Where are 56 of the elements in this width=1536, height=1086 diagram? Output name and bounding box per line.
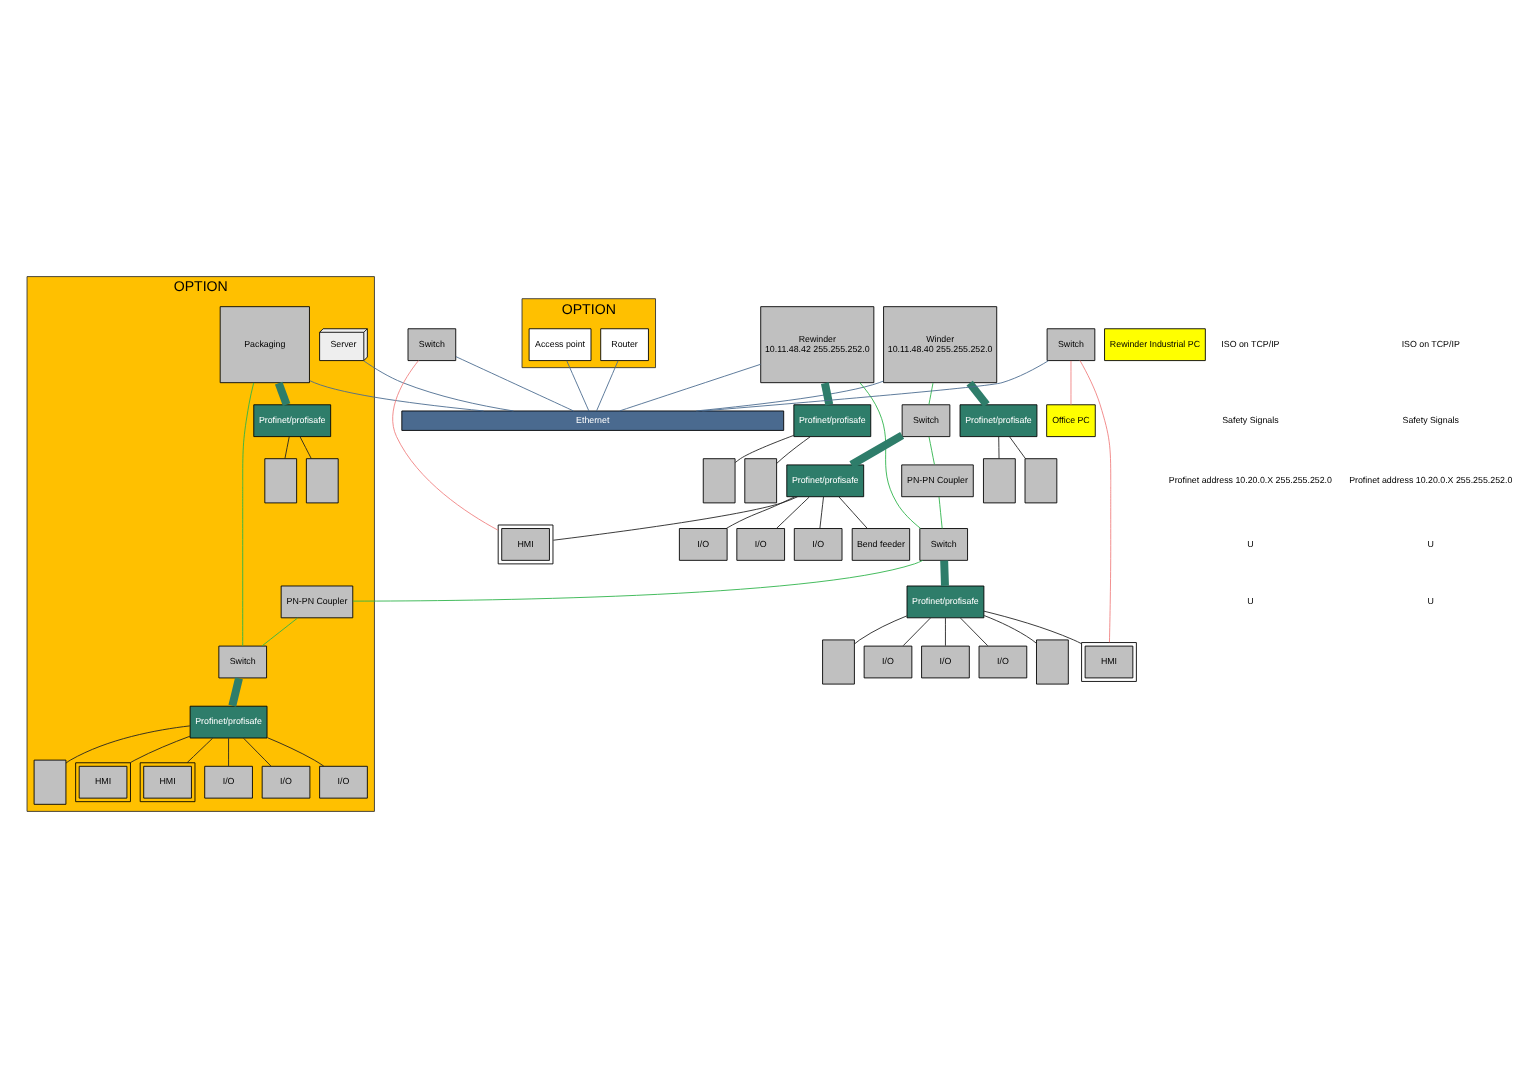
- connector: [966, 379, 990, 407]
- connector: [928, 435, 935, 464]
- node-box: [1024, 457, 1058, 503]
- node-box: [744, 457, 778, 503]
- connector: [701, 359, 1049, 411]
- connector: [352, 558, 924, 601]
- connector: [776, 435, 811, 463]
- connector: [363, 359, 514, 411]
- connector: [940, 559, 949, 585]
- connector: [261, 616, 298, 646]
- node-box: [1036, 638, 1069, 684]
- connector: [129, 734, 191, 763]
- connector: [1009, 435, 1026, 458]
- connector: [243, 736, 272, 766]
- node-box: [305, 457, 339, 503]
- connector: [945, 616, 946, 646]
- node-box: [983, 457, 1016, 503]
- connector: [619, 362, 762, 411]
- connector: [186, 736, 213, 762]
- connector: [1070, 359, 1072, 405]
- connector: [849, 430, 905, 468]
- connector: [725, 495, 796, 528]
- connector: [274, 380, 291, 405]
- connector: [695, 379, 884, 411]
- node-box: [822, 638, 855, 684]
- node-box: [264, 457, 298, 503]
- connector: [267, 736, 325, 766]
- connector: [819, 495, 824, 528]
- connector: [854, 614, 908, 644]
- connector: [960, 616, 989, 646]
- connector: [65, 724, 191, 763]
- connector: [228, 736, 229, 766]
- connector: [228, 676, 243, 706]
- connector: [455, 355, 574, 411]
- connector: [998, 435, 1000, 458]
- connector: [299, 435, 312, 458]
- connector: [392, 359, 499, 530]
- node-box: [702, 457, 736, 503]
- connector: [838, 495, 868, 528]
- connector: [983, 614, 1037, 643]
- connector: [309, 379, 484, 411]
- connector: [902, 616, 931, 646]
- node-box: [33, 758, 67, 804]
- connector: [566, 359, 590, 411]
- connector: [928, 381, 934, 405]
- connector: [552, 495, 798, 540]
- connector: [1079, 359, 1112, 642]
- connector: [938, 495, 943, 528]
- connector: [983, 609, 1082, 644]
- connector: [859, 381, 921, 528]
- connector: [596, 359, 619, 411]
- connector: [284, 435, 290, 458]
- connector: [776, 495, 810, 528]
- connector: [734, 433, 795, 462]
- connector: [821, 381, 834, 405]
- connector: [242, 381, 255, 646]
